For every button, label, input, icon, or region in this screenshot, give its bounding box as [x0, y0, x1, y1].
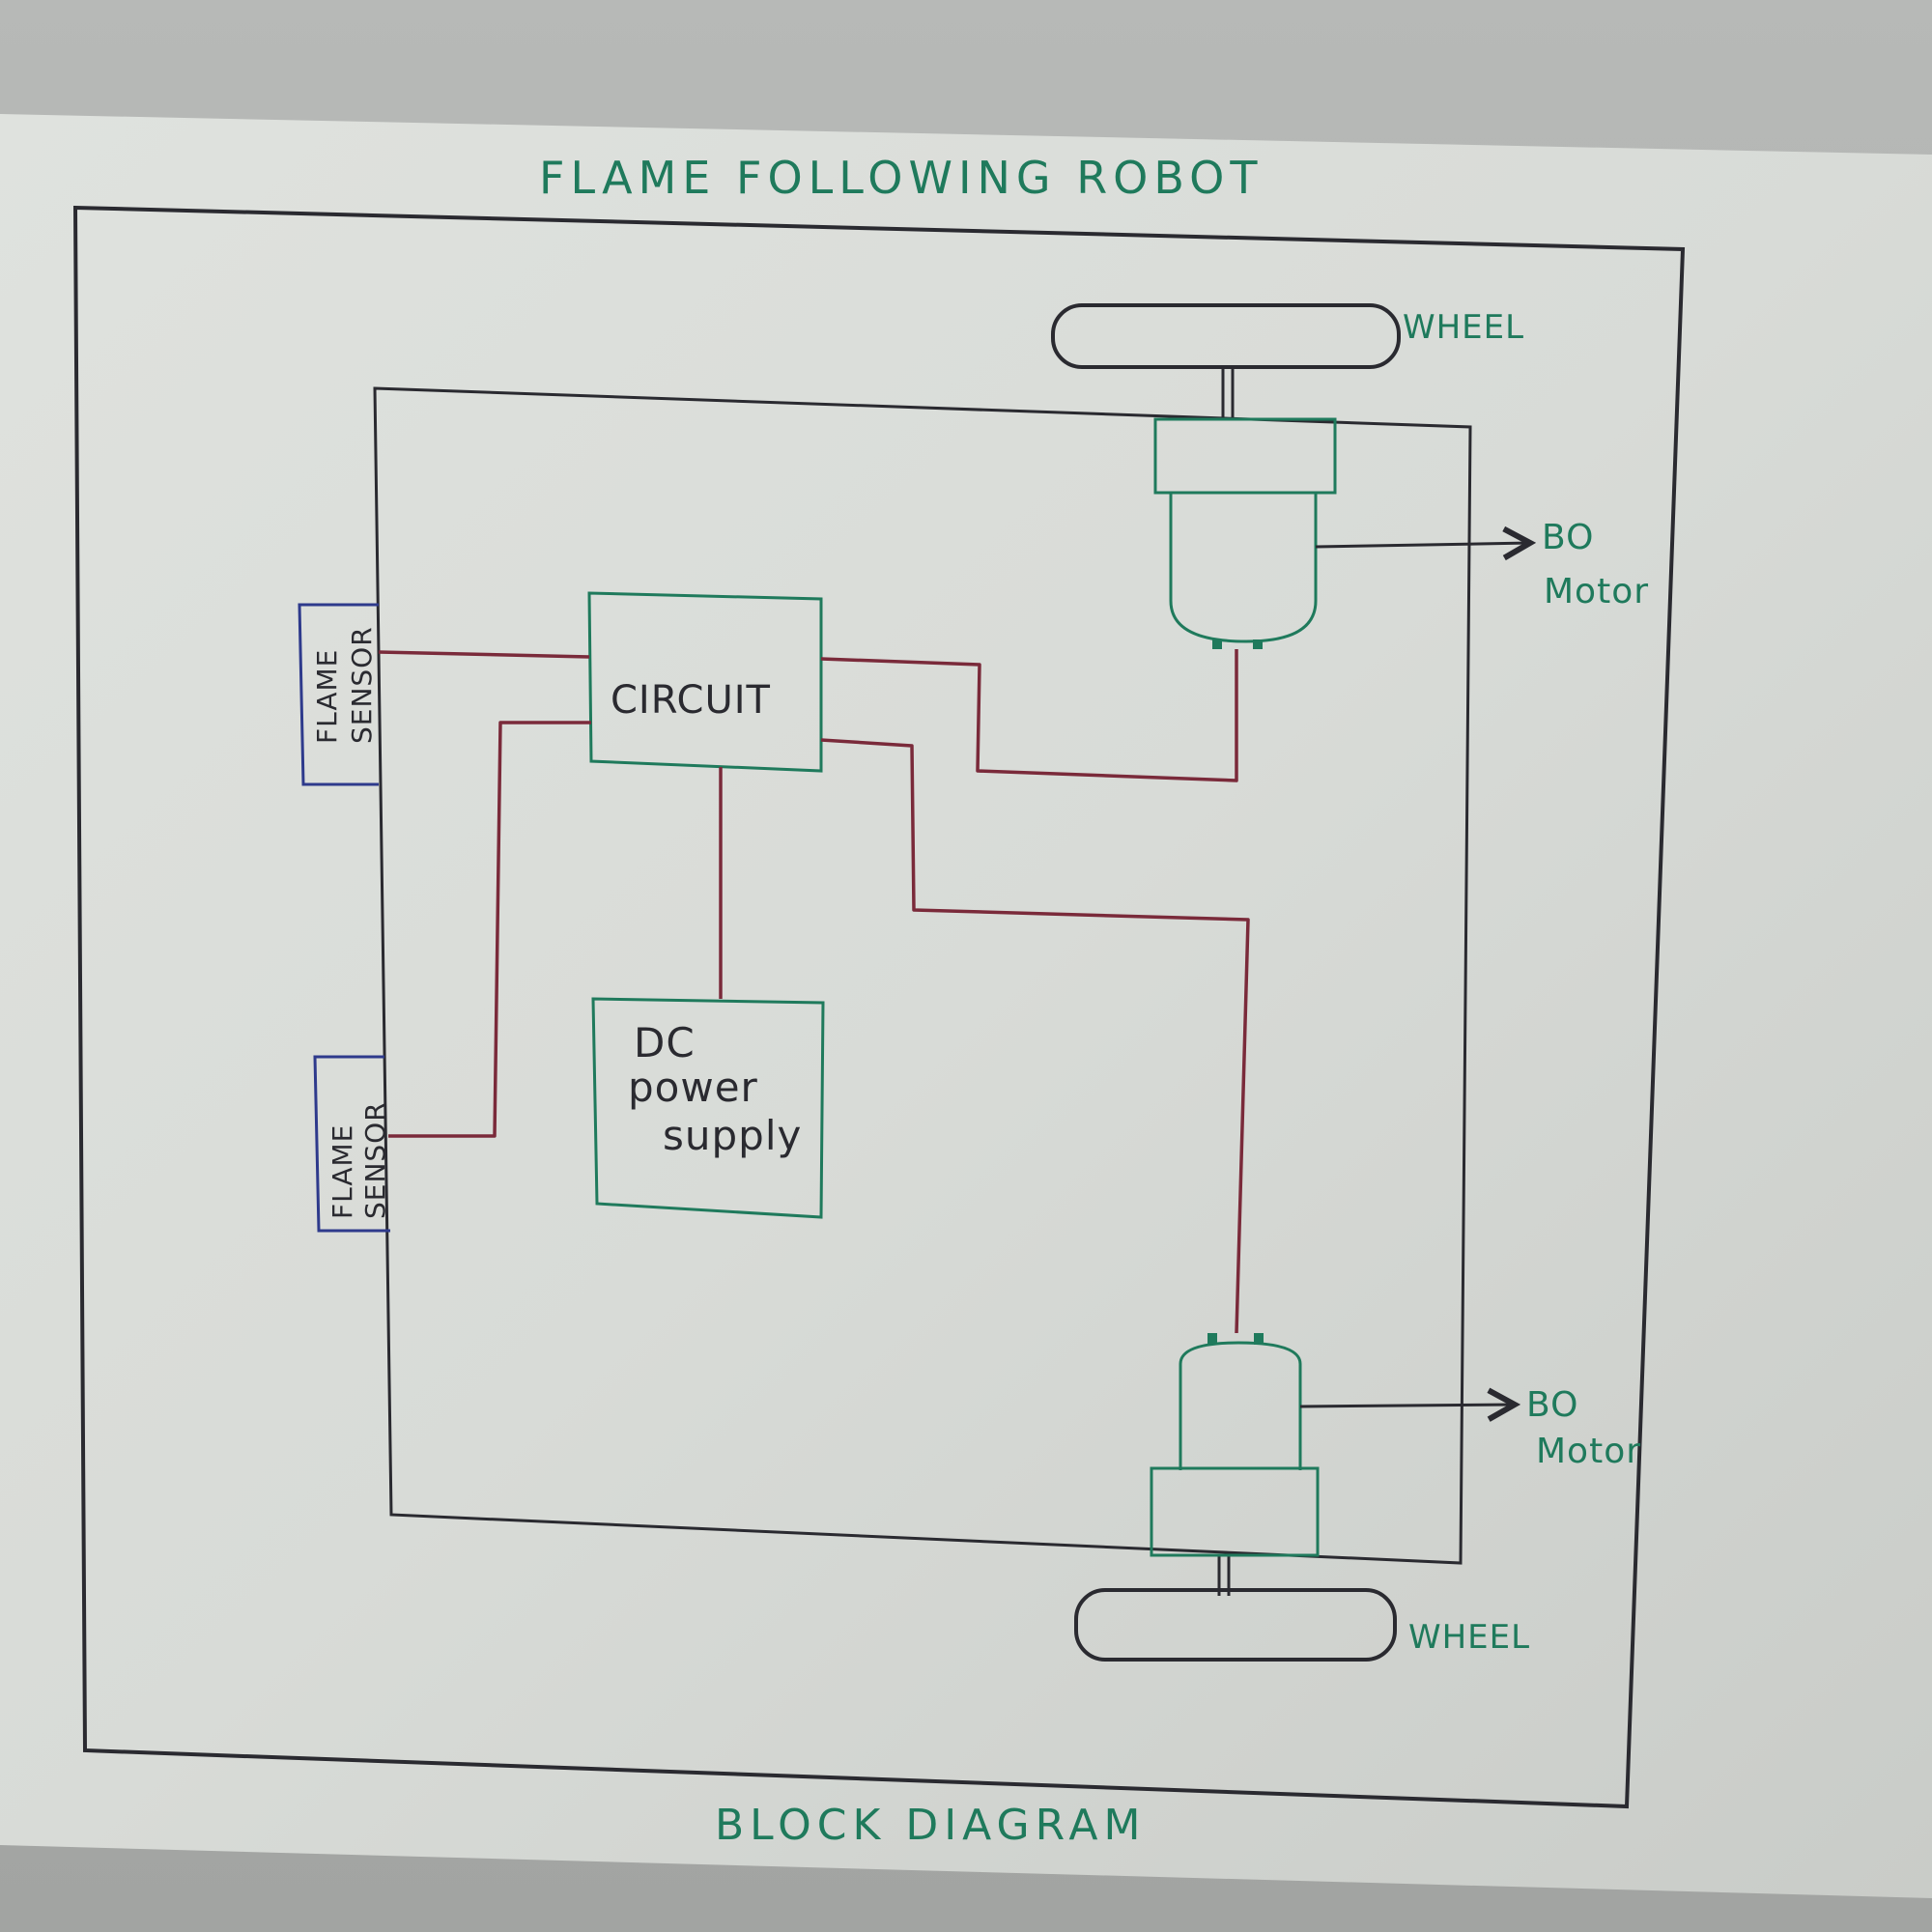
wire-circuit-motor-top: [820, 649, 1238, 782]
motor-top-label-line2: Motor: [1544, 572, 1649, 611]
outer-frame: [72, 205, 1686, 1809]
motor-bottom-body: [1179, 1341, 1302, 1470]
sensor-top-label-line1: FLAME: [311, 649, 343, 744]
wheel-bottom-label: WHEEL: [1408, 1618, 1530, 1657]
flame-sensor-bottom: [313, 1055, 390, 1233]
paper-sheet: [0, 114, 1932, 1898]
diagram-caption: BLOCK DIAGRAM: [715, 1801, 1146, 1850]
flame-sensor-top: [298, 603, 379, 786]
motor-bottom-label-line1: BO: [1526, 1385, 1578, 1425]
motor-bottom-terminal-a: [1208, 1333, 1217, 1345]
wire-sensor-top-circuit: [378, 650, 590, 659]
sensor-top-label-line2: SENSOR: [346, 626, 378, 744]
circuit-block: [587, 591, 823, 773]
power-label-line3: supply: [663, 1112, 802, 1159]
wheel-top-label: WHEEL: [1403, 308, 1524, 347]
power-supply-block: [591, 997, 825, 1219]
chassis-frame: [373, 386, 1472, 1565]
wheel-bottom: [1074, 1588, 1397, 1662]
motor-top-terminal-b: [1253, 639, 1263, 649]
motor-bottom-terminal-b: [1254, 1333, 1264, 1345]
wire-sensor-bottom-circuit: [388, 721, 591, 1138]
motor-bottom-arrow: [1299, 1405, 1515, 1406]
wheel-top: [1051, 303, 1401, 369]
diagram-title: FLAME FOLLOWING ROBOT: [539, 152, 1263, 204]
circuit-label: CIRCUIT: [611, 678, 771, 723]
motor-top-gearbox: [1153, 417, 1337, 495]
sensor-bottom-label-line1: FLAME: [327, 1124, 358, 1219]
sensor-bottom-label-line2: SENSOR: [359, 1101, 391, 1219]
motor-bottom-gearbox: [1150, 1466, 1320, 1557]
motor-top-arrow: [1315, 543, 1530, 547]
power-label-line2: power: [628, 1064, 758, 1111]
wiring: [378, 649, 1250, 1334]
wire-circuit-motor-bottom: [820, 738, 1250, 1334]
motor-top-label-line1: BO: [1542, 518, 1594, 557]
motor-top-body: [1169, 493, 1318, 643]
motor-top-terminal-a: [1212, 639, 1222, 649]
power-label-line1: DC: [634, 1019, 696, 1066]
motor-bottom-label-line2: Motor: [1536, 1432, 1641, 1471]
